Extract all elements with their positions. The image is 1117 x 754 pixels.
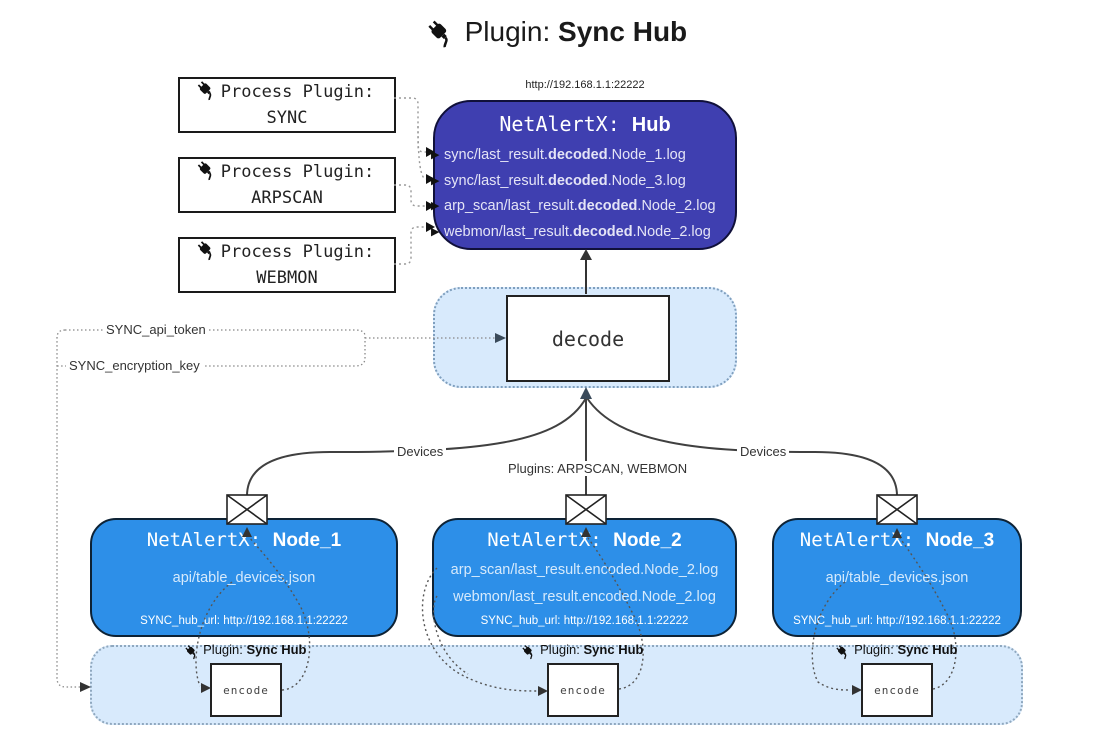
plug-icon [422,13,465,56]
node-title: NetAlertX: Node_1 [146,529,342,551]
encode-box-3: encode [861,663,933,717]
node-hub-url: SYNC_hub_url: http://192.168.1.1:22222 [793,615,1001,627]
hub-title: NetAlertX: Hub [435,112,735,137]
hub-log-line: ▶arp_scan/last_result.decoded.Node_2.log [431,194,735,220]
node-box-2: NetAlertX: Node_2 arp_scan/last_result.e… [432,518,737,637]
encode-box-1: encode [210,663,282,717]
encode-box-2: encode [547,663,619,717]
process-plugin-label: Process Plugin: [220,162,375,182]
page-title-bold: Sync Hub [558,16,688,47]
arrow-right-icon: ▶ [431,149,440,161]
node-to-decode-edges [246,396,898,497]
plugin-to-hub-connectors [394,97,429,265]
arrow-right-icon: ▶ [431,174,440,187]
node-title: NetAlertX: Node_2 [487,529,682,551]
process-plugin-box-arpscan: Process Plugin: ARPSCAN [178,157,396,213]
node-files: api/table_devices.json [172,570,316,586]
decode-box: decode [506,295,670,382]
edge-label-plugins: Plugins: ARPSCAN, WEBMON [505,461,691,476]
process-plugin-box-sync: Process Plugin: SYNC [178,77,396,133]
token-label-api: SYNC_api_token [103,322,209,337]
hub-log-line: ▶webmon/last_result.decoded.Node_2.log [431,220,735,246]
node-hub-url: SYNC_hub_url: http://192.168.1.1:22222 [480,615,689,627]
hub-log-line: ▶sync/last_result.decoded.Node_1.log [431,143,735,169]
page-title: Plugin: Sync Hub [0,16,1117,52]
hub-title-bold: Hub [631,114,671,136]
node-files: arp_scan/last_result.encoded.Node_2.log … [450,562,719,605]
decode-label: decode [551,326,625,351]
page-title-label: Plugin: [464,16,559,47]
process-plugin-label: Process Plugin: [220,82,375,102]
edge-label-devices-right: Devices [737,444,790,459]
node-box-1: NetAlertX: Node_1 api/table_devices.json… [90,518,398,637]
plug-icon [519,642,541,664]
plugin-sync-hub-label: Plugin: Sync Hub [817,642,977,661]
token-label-key: SYNC_encryption_key [66,358,203,373]
process-plugin-box-webmon: Process Plugin: WEBMON [178,237,396,293]
arrow-right-icon: ▶ [431,200,440,212]
process-plugin-name: SYNC [266,108,308,128]
process-plugin-name: WEBMON [256,268,318,288]
node-box-3: NetAlertX: Node_3 api/table_devices.json… [772,518,1022,637]
hub-url: http://192.168.1.1:22222 [525,79,645,91]
hub-log-line: ▶sync/last_result.decoded.Node_3.log [431,169,735,195]
process-plugin-label: Process Plugin: [220,242,375,262]
plug-icon [833,642,855,664]
hub-log-list: ▶sync/last_result.decoded.Node_1.log ▶sy… [431,143,735,246]
node-hub-url: SYNC_hub_url: http://192.168.1.1:22222 [140,615,348,627]
edge-label-devices-left: Devices [394,444,447,459]
arrow-right-icon: ▶ [431,225,440,238]
plugin-sync-hub-label: Plugin: Sync Hub [166,642,326,661]
process-plugin-name: ARPSCAN [251,188,323,208]
node-title: NetAlertX: Node_3 [799,529,995,551]
plugin-sync-hub-label: Plugin: Sync Hub [503,642,663,661]
hub-box: NetAlertX: Hub ▶sync/last_result.decoded… [431,100,737,250]
hub-title-prefix: NetAlertX: [499,112,632,136]
node-files: api/table_devices.json [825,570,969,586]
plug-icon [182,642,204,664]
